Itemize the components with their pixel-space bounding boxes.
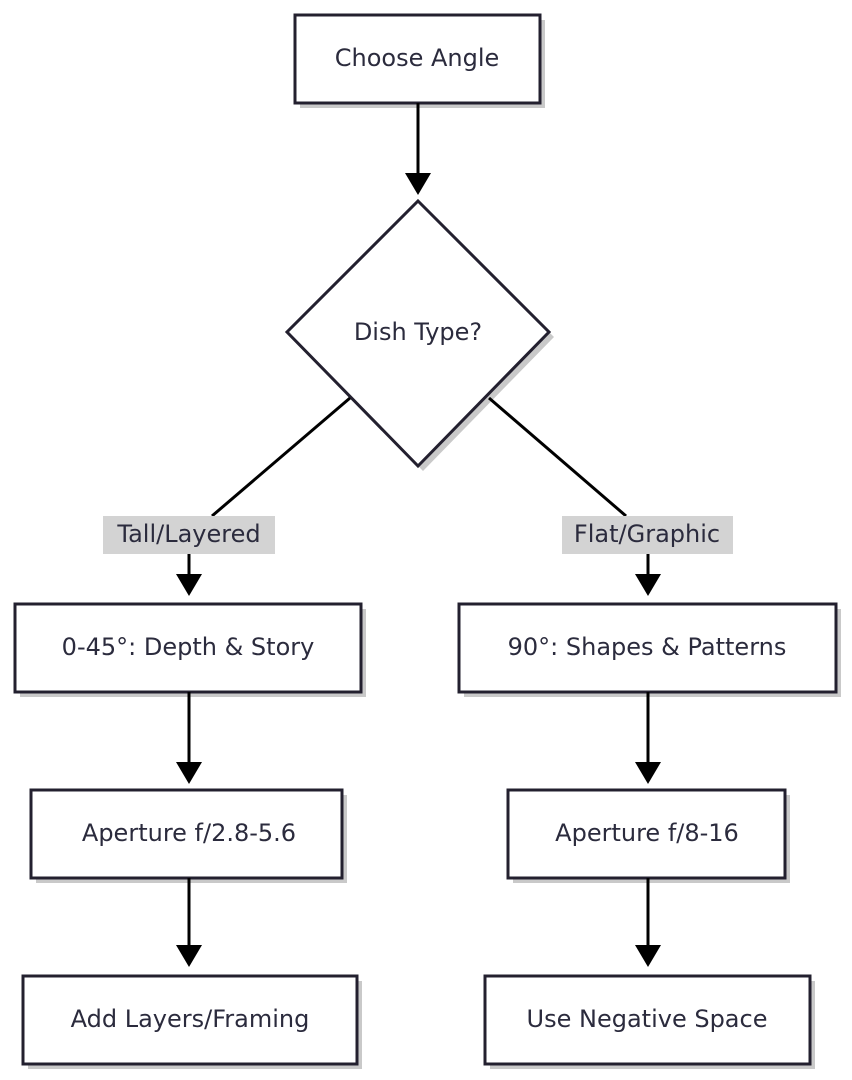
- node-right-step2: Aperture f/8-16: [506, 788, 790, 883]
- node-right-step2-label: Aperture f/8-16: [555, 819, 739, 847]
- edge-decision-to-left: Tall/Layered: [103, 396, 351, 596]
- node-left-step1: 0-45°: Depth & Story: [13, 602, 366, 697]
- node-dish-type-label: Dish Type?: [354, 318, 482, 346]
- edge-start-to-decision: [405, 103, 431, 195]
- edge-left-step1-to-step2: [176, 692, 202, 784]
- node-right-step1-label: 90°: Shapes & Patterns: [508, 633, 787, 661]
- edge-label-flat-graphic: Flat/Graphic: [574, 520, 720, 548]
- node-left-step3: Add Layers/Framing: [21, 974, 362, 1069]
- node-left-step2: Aperture f/2.8-5.6: [29, 788, 347, 883]
- node-right-step3: Use Negative Space: [483, 974, 815, 1069]
- edge-label-tall-layered: Tall/Layered: [116, 520, 260, 548]
- node-left-step1-label: 0-45°: Depth & Story: [62, 633, 315, 661]
- edge-right-step2-to-step3: [635, 878, 661, 967]
- node-choose-angle-label: Choose Angle: [335, 44, 500, 72]
- node-right-step1: 90°: Shapes & Patterns: [457, 602, 841, 697]
- node-right-step3-label: Use Negative Space: [527, 1005, 768, 1033]
- edge-right-step1-to-step2: [635, 692, 661, 784]
- node-left-step3-label: Add Layers/Framing: [71, 1005, 310, 1033]
- node-choose-angle: Choose Angle: [293, 13, 545, 108]
- node-dish-type-decision: Dish Type?: [284, 198, 554, 471]
- edge-left-step2-to-step3: [176, 878, 202, 967]
- edge-decision-to-right: Flat/Graphic: [488, 396, 733, 596]
- node-left-step2-label: Aperture f/2.8-5.6: [82, 819, 296, 847]
